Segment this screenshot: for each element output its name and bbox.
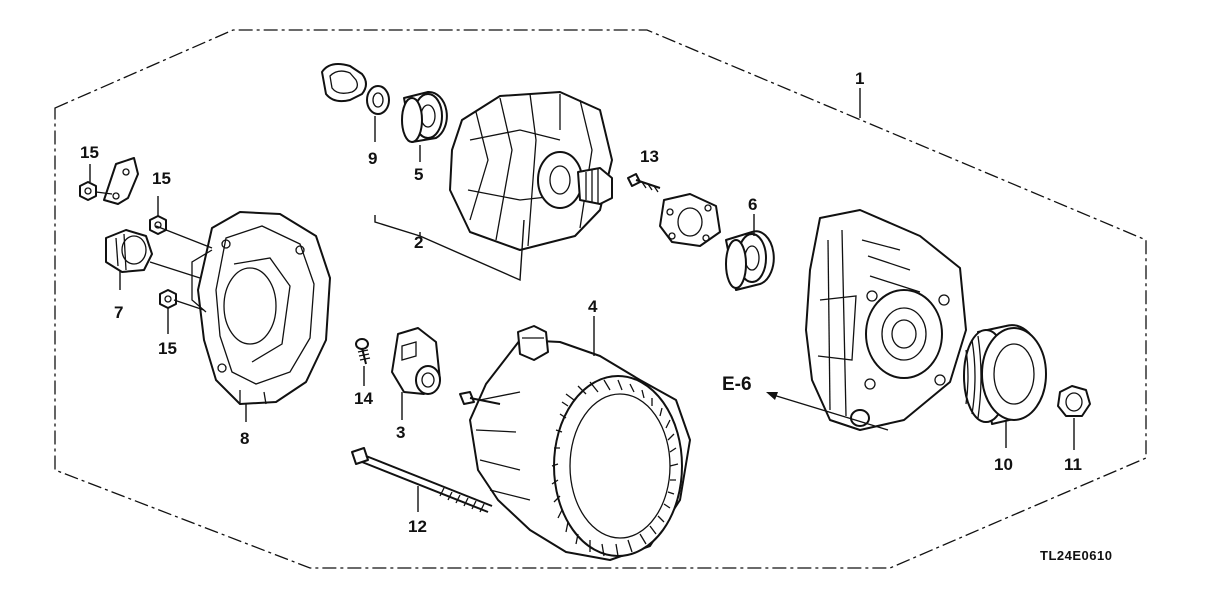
gasket-part[interactable] (321, 63, 367, 103)
pulley-part[interactable] (963, 324, 1047, 425)
callout-6: 6 (748, 195, 757, 214)
callout-13: 13 (640, 147, 659, 166)
callout-9: 9 (368, 149, 377, 168)
rear-housing-stator-part[interactable] (459, 325, 691, 561)
reference-label: E-6 (722, 374, 752, 395)
nut-part-b[interactable] (149, 215, 167, 235)
callout-5: 5 (414, 165, 423, 184)
rotor-part[interactable] (449, 91, 613, 251)
rear-cover-part[interactable] (191, 211, 331, 405)
callout-15-b: 15 (152, 169, 171, 188)
rear-retainer-plate-part[interactable] (659, 193, 721, 247)
brush-holder-part[interactable] (105, 229, 153, 273)
callout-15-c: 15 (158, 339, 177, 358)
pulley-nut-part[interactable] (1057, 385, 1091, 417)
callout-11: 11 (1064, 455, 1082, 474)
diagram-code: TL24E0610 (1040, 548, 1112, 563)
small-screw-part[interactable] (355, 338, 371, 365)
callout-7: 7 (114, 303, 123, 322)
callout-12: 12 (408, 517, 427, 536)
callout-15-a: 15 (80, 143, 99, 162)
callout-1: 1 (855, 69, 864, 88)
callout-3: 3 (396, 423, 405, 442)
rear-bearing-part[interactable] (725, 230, 775, 291)
callout-2: 2 (414, 233, 423, 252)
callout-10: 10 (994, 455, 1013, 474)
callout-14: 14 (354, 389, 373, 408)
through-bolt-part[interactable] (351, 447, 493, 513)
seal-ring-part[interactable] (366, 85, 390, 115)
reference-arrow (766, 392, 889, 431)
nut-part-c[interactable] (159, 289, 177, 309)
callout-8: 8 (240, 429, 249, 448)
callout-4: 4 (588, 297, 598, 316)
front-housing-part[interactable] (805, 209, 967, 431)
screw-part[interactable] (627, 173, 661, 193)
terminal-insulator-part[interactable] (391, 327, 441, 395)
assembly-boundary (54, 29, 1147, 569)
terminal-bracket-part[interactable] (103, 157, 139, 205)
nut-part-a[interactable] (79, 181, 97, 201)
front-bearing-part[interactable] (401, 90, 448, 143)
